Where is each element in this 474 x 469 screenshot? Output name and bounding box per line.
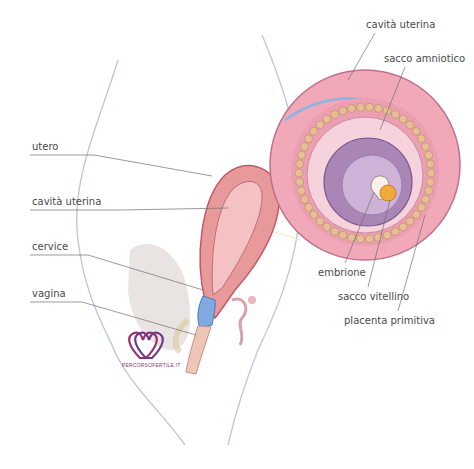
- villus-dot: [383, 231, 391, 239]
- villus-dot: [366, 235, 374, 243]
- yolk-sac: [380, 185, 396, 201]
- uterus: [200, 166, 279, 318]
- villus-dot: [422, 195, 430, 203]
- villus-dot: [357, 235, 365, 243]
- part-label: cavità uterina: [366, 18, 435, 31]
- villus-dot: [399, 115, 407, 123]
- magnified-view: [270, 70, 460, 260]
- logo-heart: [135, 333, 163, 358]
- villus-dot: [406, 121, 414, 129]
- villus-dot: [399, 223, 407, 231]
- villus-dot: [383, 107, 391, 115]
- villus-dot: [426, 160, 434, 168]
- villus-dot: [339, 107, 347, 115]
- villus-dot: [357, 103, 365, 111]
- villus-dot: [301, 195, 309, 203]
- villus-dot: [296, 178, 304, 186]
- villus-dot: [417, 203, 425, 211]
- villus-dot: [331, 110, 339, 118]
- cervix: [198, 296, 215, 328]
- part-label: vagina: [32, 287, 66, 300]
- part-label: sacco vitellino: [338, 290, 409, 303]
- part-label: utero: [32, 140, 58, 153]
- villus-dot: [323, 115, 331, 123]
- villus-dot: [310, 211, 318, 219]
- villus-dot: [331, 228, 339, 236]
- uterine-cavity: [212, 181, 262, 295]
- part-label: embrione: [318, 266, 366, 279]
- villus-dot: [316, 217, 324, 225]
- villus-dot: [295, 169, 303, 177]
- villus-dot: [305, 135, 313, 143]
- amniotic-inner: [342, 155, 402, 215]
- watermark: PERCORSOFERTILE.IT: [122, 362, 181, 368]
- villus-dot: [316, 121, 324, 129]
- decidua: [291, 98, 439, 246]
- part-label: cavità uterina: [32, 195, 101, 208]
- part-label: sacco amniotico: [384, 52, 465, 65]
- ovary: [248, 296, 256, 304]
- villus-dot: [366, 103, 374, 111]
- villus-dot: [412, 127, 420, 135]
- villus-dot: [391, 228, 399, 236]
- villus-dot: [296, 160, 304, 168]
- villus-dot: [427, 169, 435, 177]
- villus-dot: [425, 151, 433, 159]
- villus-dot: [406, 217, 414, 225]
- part-label: cervice: [32, 240, 68, 253]
- villus-dot: [310, 127, 318, 135]
- part-label: placenta primitiva: [344, 314, 435, 327]
- villus-dot: [339, 231, 347, 239]
- villus-dot: [417, 135, 425, 143]
- villus-dot: [323, 223, 331, 231]
- villus-dot: [422, 143, 430, 151]
- villus-dot: [348, 104, 356, 112]
- bladder: [176, 320, 188, 352]
- villus-dot: [297, 187, 305, 195]
- villus-dot: [297, 151, 305, 159]
- villus-dot: [412, 211, 420, 219]
- rectum: [232, 299, 246, 345]
- villus-dot: [301, 143, 309, 151]
- chorion: [307, 117, 423, 233]
- placenta-villi: [295, 103, 435, 243]
- amniotic-sac: [324, 138, 412, 226]
- leader-lines: [30, 33, 425, 335]
- villus-dot: [425, 187, 433, 195]
- villus-dot: [391, 110, 399, 118]
- villus-dot: [374, 104, 382, 112]
- villus-dot: [426, 178, 434, 186]
- villus-dot: [305, 203, 313, 211]
